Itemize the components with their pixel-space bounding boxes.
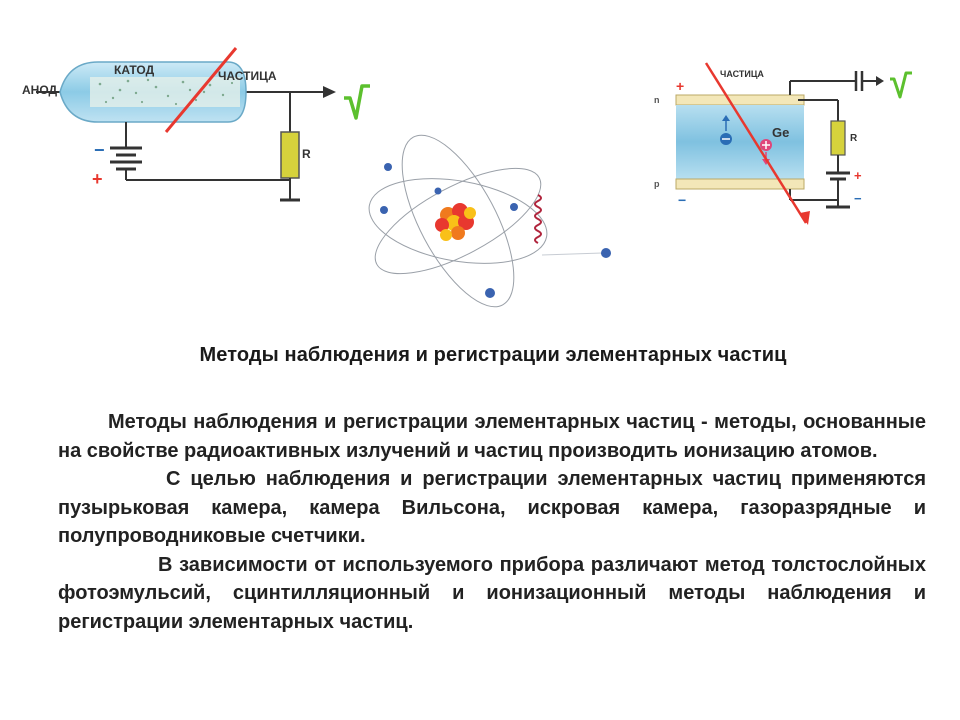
semi-minus-battery: − [854, 191, 862, 206]
orbit-1 [368, 178, 548, 264]
paragraph-1: Методы наблюдения и регистрации элемента… [58, 411, 926, 462]
nucleus [435, 203, 476, 241]
resistor-label: R [302, 147, 311, 161]
semi-particle-label: ЧАСТИЦА [720, 69, 764, 79]
electron-2 [380, 206, 388, 214]
semiconductor-counter-diagram: ЧАСТИЦА Ge R n p + − + − [654, 62, 912, 225]
electron-6 [601, 248, 611, 258]
anode-label: АНОД [22, 83, 58, 97]
semi-plus-battery: + [854, 168, 862, 183]
gas-counter-diagram: АНОД КАТОД ЧАСТИЦА R − + [22, 47, 370, 202]
minus-label: − [94, 140, 105, 160]
semi-resistor-label: R [850, 133, 858, 144]
discharge-tube [59, 61, 247, 123]
p-label: p [654, 179, 660, 189]
cathode-label: КАТОД [114, 63, 155, 77]
electron-1 [384, 163, 392, 171]
electron-4 [510, 203, 518, 211]
semi-minus-bottom: − [678, 192, 686, 208]
particle-label: ЧАСТИЦА [218, 69, 277, 83]
semi-plus-top: + [676, 78, 684, 94]
resistor [280, 131, 300, 179]
atom-diagram [368, 134, 611, 308]
electron-3 [434, 187, 442, 195]
paragraph-3: В зависимости от используемого прибора р… [58, 553, 926, 633]
electron-5 [485, 288, 495, 298]
radiation-wave-icon [534, 194, 542, 244]
paragraph-2: С целью наблюдения и регистрации элемент… [58, 468, 926, 547]
signal-pulse-icon [344, 84, 370, 120]
orbit-3 [401, 134, 515, 308]
electron-carrier [720, 115, 732, 145]
body-text: Методы наблюдения и регистрации элемента… [58, 408, 926, 636]
ge-label: Ge [772, 125, 789, 140]
orbit-2 [374, 167, 542, 275]
plus-label: + [92, 169, 103, 189]
particle-track [164, 47, 238, 133]
n-label: n [654, 95, 660, 105]
semi-signal-pulse-icon [890, 71, 912, 99]
page-title: Методы наблюдения и регистрации элемента… [199, 344, 787, 366]
semi-resistor [830, 120, 846, 156]
semi-particle-track [704, 62, 808, 224]
